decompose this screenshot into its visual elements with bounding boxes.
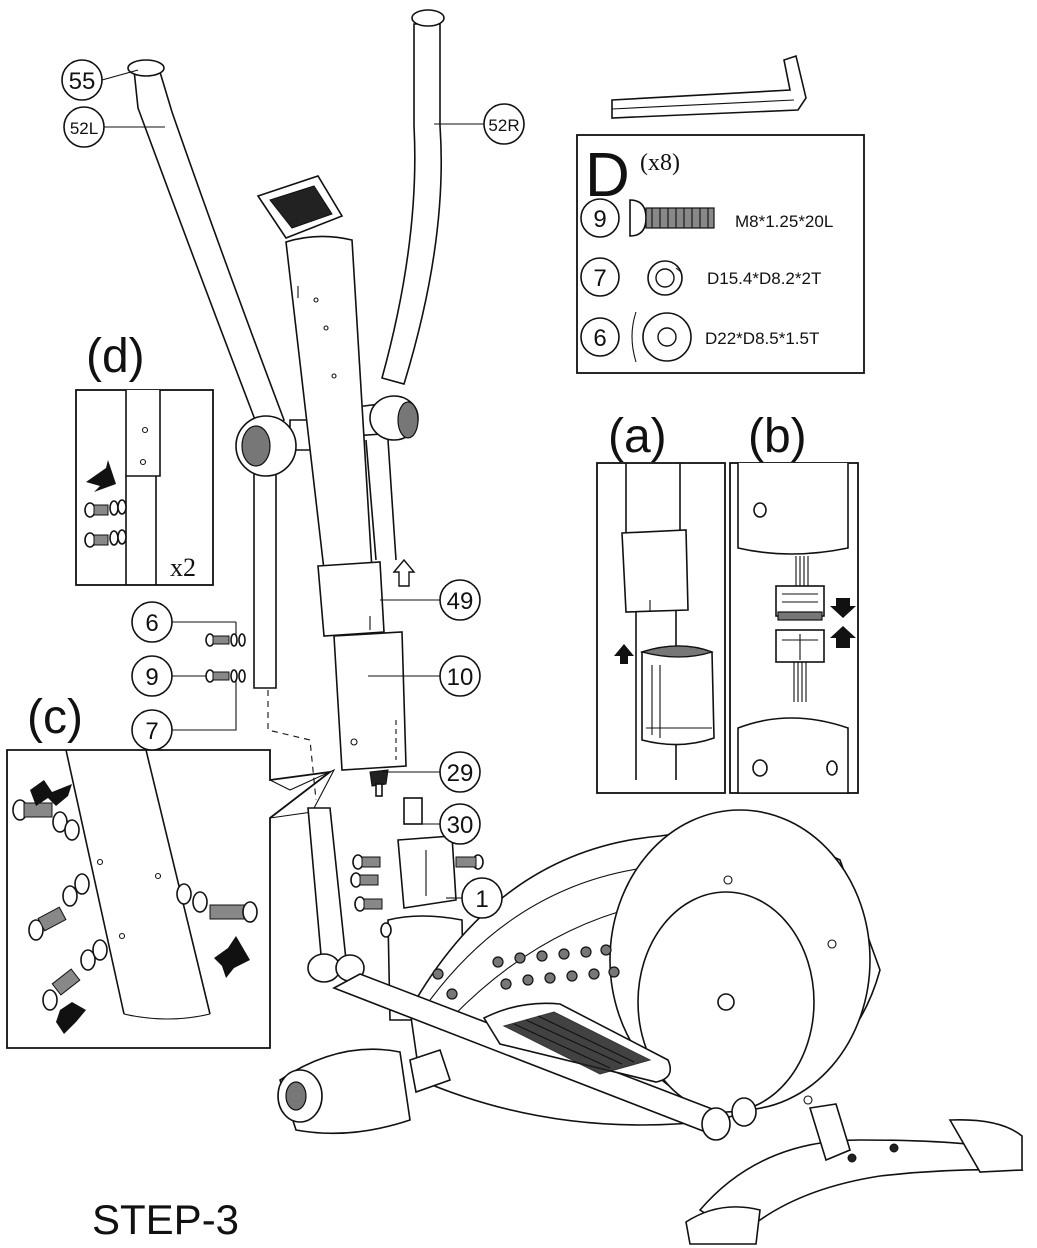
callout-7: 7 [145, 718, 158, 745]
bolt-icon [205, 633, 246, 683]
callout-9: 9 [145, 664, 158, 691]
hardware-item-spec: D15.4*D8.2*2T [707, 269, 821, 288]
hardware-item-num: 7 [593, 265, 606, 292]
detail-panel-d: x2 [75, 389, 214, 586]
main-assembly [127, 9, 1024, 1245]
part-callouts: 55 52L 52R 49 10 29 30 1 6 9 7 [61, 59, 525, 919]
detail-label-a: (a) [608, 410, 667, 463]
bolt-icon [12, 799, 258, 1011]
hardware-item-spec: M8*1.25*20L [735, 212, 833, 231]
allen-key-icon [611, 54, 807, 119]
bolt-icon [350, 854, 484, 938]
hardware-item-spec: D22*D8.5*1.5T [705, 329, 819, 348]
hardware-letter: D [585, 141, 630, 210]
vent-holes [432, 944, 620, 1000]
bolt-icon [629, 199, 715, 237]
callout-29: 29 [447, 760, 474, 787]
detail-panel-b [729, 462, 859, 794]
split-washer-icon [647, 260, 683, 296]
callout-49: 49 [447, 588, 474, 615]
detail-panel-a [596, 462, 726, 794]
callout-52l: 52L [70, 119, 98, 138]
callout-1: 1 [475, 886, 488, 913]
callout-10: 10 [447, 664, 474, 691]
hardware-box: D (x8) 9 M8*1.25*20L 7 D15.4*D8.2*2T 6 [576, 134, 865, 374]
step-title: STEP-3 [92, 1196, 239, 1243]
detail-panel-c [6, 749, 336, 1049]
callout-6: 6 [145, 610, 158, 637]
detail-label-c: (c) [27, 691, 83, 744]
hardware-quantity: (x8) [640, 150, 680, 176]
detail-d-count: x2 [170, 553, 196, 582]
hardware-item-num: 6 [593, 325, 606, 352]
flat-washer-icon [631, 311, 692, 363]
detail-label-d: (d) [86, 330, 145, 383]
detail-label-b: (b) [748, 410, 807, 463]
callout-55: 55 [69, 68, 96, 95]
callout-30: 30 [447, 812, 474, 839]
bolt-icon [84, 499, 127, 548]
callout-52r: 52R [488, 116, 519, 135]
hardware-item-num: 9 [593, 206, 606, 233]
